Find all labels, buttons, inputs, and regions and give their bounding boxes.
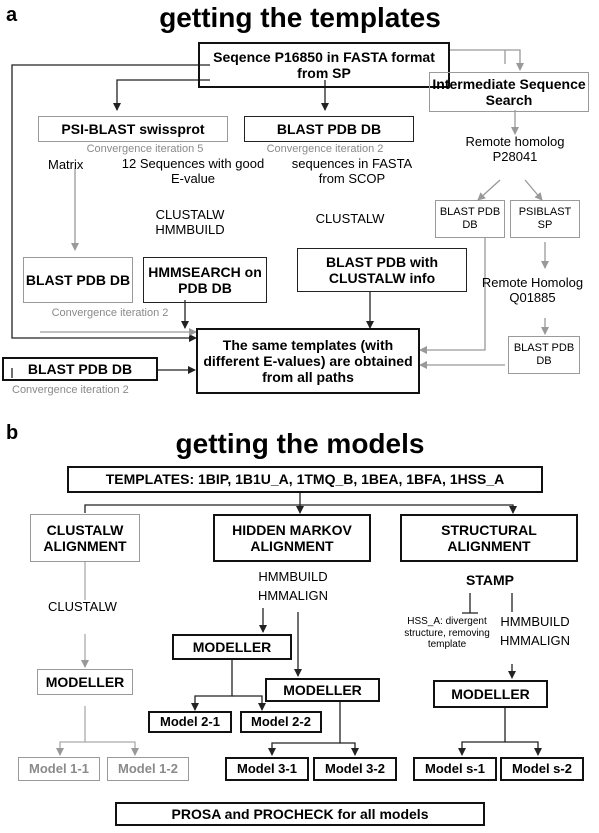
query-sequence-text: Seqence P16850 in FASTA format from SP (213, 48, 435, 81)
modeller-mid2-box: MODELLER (265, 678, 380, 702)
modeller-mid-text: MODELLER (192, 638, 272, 655)
structural-alignment-box: STRUCTURAL ALIGNMENT (400, 514, 578, 562)
modeller-right-box: MODELLER (433, 680, 548, 708)
clustalw-text: CLUSTALW (155, 207, 225, 222)
model-s-2-text: Model s-2 (512, 760, 572, 776)
psiblast-sp-text: PSIBLAST SP (518, 206, 572, 231)
psi-blast-text: PSI-BLAST swissprot (61, 120, 205, 137)
model-3-1-box: Model 3-1 (225, 757, 309, 781)
clustalw-alignment-text: CLUSTALW ALIGNMENT (43, 521, 127, 554)
blast-pdb-bottom-text: BLAST PDB DB (27, 360, 133, 377)
convergence-2-bottom-label: Convergence iteration 2 (12, 384, 129, 396)
remote-homolog-1-label: Remote homolog P28041 (450, 134, 580, 165)
panel-b-label: b (6, 422, 19, 444)
structural-alignment-text: STRUCTURAL ALIGNMENT (441, 521, 537, 554)
hss-note: HSS_A: divergent structure, removing tem… (404, 616, 490, 650)
hmmalign-r-text: HMMALIGN (499, 632, 571, 648)
panel-b-title: getting the models (175, 428, 425, 459)
templates-text: TEMPLATES: 1BIP, 1B1U_A, 1TMQ_B, 1BEA, 1… (105, 471, 505, 488)
model-1-1-text: Model 1-1 (29, 760, 89, 776)
query-sequence-box: Seqence P16850 in FASTA format from SP (198, 42, 450, 88)
convergence-2-left-label: Convergence iteration 2 (51, 307, 169, 319)
model-s-1-box: Model s-1 (413, 757, 497, 781)
model-2-2-text: Model 2-2 (251, 713, 311, 729)
clustalw-alignment-box: CLUSTALW ALIGNMENT (30, 514, 140, 562)
modeller-left-box: MODELLER (37, 669, 133, 695)
blast-clustalw-text: BLAST PDB with CLUSTALW info (326, 253, 438, 286)
blast-pdb-small-text: BLAST PDB DB (439, 206, 501, 231)
model-3-2-box: Model 3-2 (313, 757, 397, 781)
blast-pdb-small-2-box: BLAST PDB DB (508, 336, 580, 374)
psi-blast-box: PSI-BLAST swissprot (38, 116, 228, 142)
modeller-left-text: MODELLER (45, 673, 125, 690)
model-s-1-text: Model s-1 (425, 760, 485, 776)
hidden-markov-box: HIDDEN MARKOV ALIGNMENT (213, 514, 371, 562)
matrix-label: Matrix (48, 157, 84, 172)
hmmbuild-text: HMMBUILD (155, 221, 225, 237)
model-3-2-text: Model 3-2 (325, 760, 385, 776)
hmmalign-b-text: HMMALIGN (257, 587, 329, 603)
psiblast-sp-box: PSIBLAST SP (510, 200, 580, 238)
model-2-1-box: Model 2-1 (148, 711, 232, 733)
model-1-2-box: Model 1-2 (107, 757, 189, 781)
modeller-right-text: MODELLER (451, 685, 530, 702)
panel-a-title: getting the templates (159, 2, 441, 33)
blast-clustalw-box: BLAST PDB with CLUSTALW info (297, 248, 467, 292)
sequences-fasta-label: sequences in FASTA from SCOP (291, 156, 413, 186)
remote-homolog-2-text: Remote Homolog (481, 275, 584, 290)
model-3-1-text: Model 3-1 (237, 760, 297, 776)
blast-pdb-bottom-box: BLAST PDB DB (2, 357, 158, 381)
clustalw-b-label: CLUSTALW (48, 599, 117, 614)
remote-homolog-2-id: Q01885 (509, 289, 556, 305)
clustalw-right-label: CLUSTALW (315, 211, 385, 226)
blast-pdb-small-box: BLAST PDB DB (435, 200, 505, 238)
blast-pdb-small-2-text: BLAST PDB DB (513, 342, 575, 367)
blast-pdb-top-box: BLAST PDB DB (244, 116, 414, 142)
panel-a-label: a (6, 4, 18, 26)
hmm-right-labels: HMMBUILD HMMALIGN (490, 613, 580, 651)
same-templates-box: The same templates (with different E-val… (196, 328, 420, 394)
model-1-1-box: Model 1-1 (18, 757, 100, 781)
model-2-2-box: Model 2-2 (240, 711, 322, 733)
twelve-sequences-label: 12 Sequences with good E-value (121, 156, 265, 186)
hmmsearch-text: HMMSEARCH on PDB DB (148, 263, 262, 296)
modeller-mid2-text: MODELLER (283, 681, 362, 698)
hmmsearch-box: HMMSEARCH on PDB DB (143, 257, 267, 303)
remote-homolog-1-id: P28041 (492, 148, 538, 164)
prosa-text: PROSA and PROCHECK for all models (171, 805, 429, 822)
model-2-1-text: Model 2-1 (160, 713, 220, 729)
convergence-5-label: Convergence iteration 5 (86, 143, 204, 155)
templates-box: TEMPLATES: 1BIP, 1B1U_A, 1TMQ_B, 1BEA, 1… (67, 466, 543, 493)
stamp-label: STAMP (466, 572, 514, 588)
blast-pdb-left-text: BLAST PDB DB (25, 271, 131, 288)
model-1-2-text: Model 1-2 (118, 760, 178, 776)
hmmbuild-r-text: HMMBUILD (500, 614, 570, 629)
modeller-mid-box: MODELLER (172, 634, 292, 660)
intermediate-search-box: Intermediate Sequence Search (429, 72, 589, 112)
intermediate-search-text: Intermediate Sequence Search (432, 75, 586, 108)
remote-homolog-2-label: Remote Homolog Q01885 (470, 275, 595, 306)
blast-pdb-top-text: BLAST PDB DB (276, 120, 382, 137)
same-templates-text: The same templates (with different E-val… (203, 336, 413, 386)
hidden-markov-text: HIDDEN MARKOV ALIGNMENT (232, 521, 352, 554)
prosa-box: PROSA and PROCHECK for all models (115, 802, 485, 826)
remote-homolog-1-text: Remote homolog (465, 134, 565, 149)
hmm-left-labels: HMMBUILD HMMALIGN (248, 568, 338, 606)
model-s-2-box: Model s-2 (500, 757, 584, 781)
convergence-2-top-label: Convergence iteration 2 (266, 143, 384, 155)
clustalw-hmmbuild-label: CLUSTALW HMMBUILD (135, 207, 245, 238)
hmmbuild-b-text: HMMBUILD (258, 569, 328, 584)
blast-pdb-left-box: BLAST PDB DB (23, 257, 133, 303)
